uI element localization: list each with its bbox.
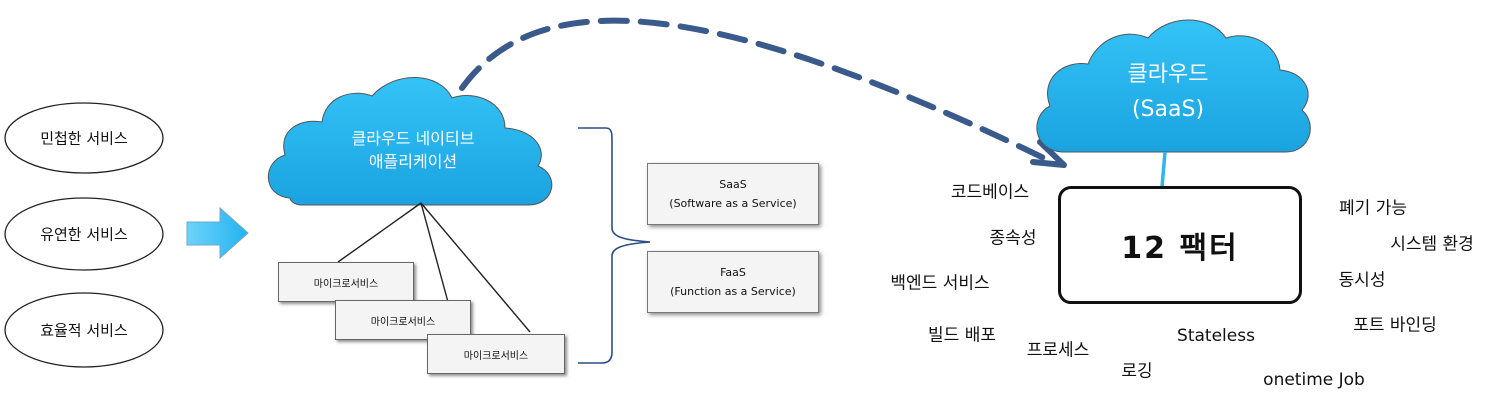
keyword-system-env: 시스템 환경 [1390,234,1474,255]
microservice-label: 마이크로서비스 [313,278,379,290]
microservice-label: 마이크로서비스 [463,350,529,362]
twelve-factor-label: 12 팩터 [1121,231,1239,266]
dashed-arrow [459,17,1055,165]
keyword-onetime-job: onetime Job [1263,370,1365,390]
connector-line-3 [420,202,531,333]
twelve-factor-box: 12 팩터 [1058,186,1302,304]
cloud-native-cloud [267,77,553,206]
keyword-port-binding: 포트 바인딩 [1353,315,1437,336]
saas-cloud-line2: (SaaS) [1131,97,1205,122]
ellipse-agile [4,102,164,174]
keyword-dependency: 종속성 [989,228,1037,249]
keyword-build-deploy: 빌드 배포 [928,325,996,346]
faas-box: FaaS (Function as a Service) [647,251,819,313]
microservice-label: 마이크로서비스 [370,316,436,328]
cloud-native-line1: 클라우드 네이티브 [351,128,475,148]
keyword-stateless: Stateless [1177,326,1255,346]
faas-desc: (Function as a Service) [670,285,796,298]
saas-desc: (Software as a Service) [669,197,797,210]
keyword-backend-service: 백엔드 서비스 [890,273,990,294]
label-agile-service: 민첩한 서비스 [40,129,128,148]
label-flexible-service: 유연한 서비스 [40,225,128,244]
keyword-concurrency: 동시성 [1338,270,1386,291]
faas-name: FaaS [720,265,746,279]
ellipse-flexible [4,197,164,271]
keyword-process: 프로세스 [1026,340,1090,361]
microservice-box-3: 마이크로서비스 [427,334,565,374]
connector-line-2 [420,202,449,303]
saas-cloud [1036,19,1311,153]
dashed-arrowhead-icon [1030,139,1067,168]
label-efficient-service: 효율적 서비스 [40,321,128,340]
cloud-to-box-line [1160,151,1167,188]
microservice-box-2: 마이크로서비스 [335,300,471,340]
ellipse-efficient [4,292,164,368]
brace [578,127,651,364]
saas-cloud-text: 클라우드 (SaaS) [1128,57,1209,127]
right-arrow-icon [186,206,249,260]
saas-cloud-line1: 클라우드 [1127,61,1209,87]
cloud-native-line2: 애플리케이션 [368,152,458,171]
saas-name: SaaS [719,177,747,191]
keyword-codebase: 코드베이스 [950,182,1030,203]
cloud-native-text: 클라우드 네이티브 애플리케이션 [352,127,475,173]
microservice-box-1: 마이크로서비스 [278,262,414,302]
keyword-disposable: 폐기 가능 [1339,198,1407,219]
keyword-logging: 로깅 [1121,361,1153,382]
connector-line-1 [337,202,422,263]
saas-box: SaaS (Software as a Service) [647,163,819,225]
